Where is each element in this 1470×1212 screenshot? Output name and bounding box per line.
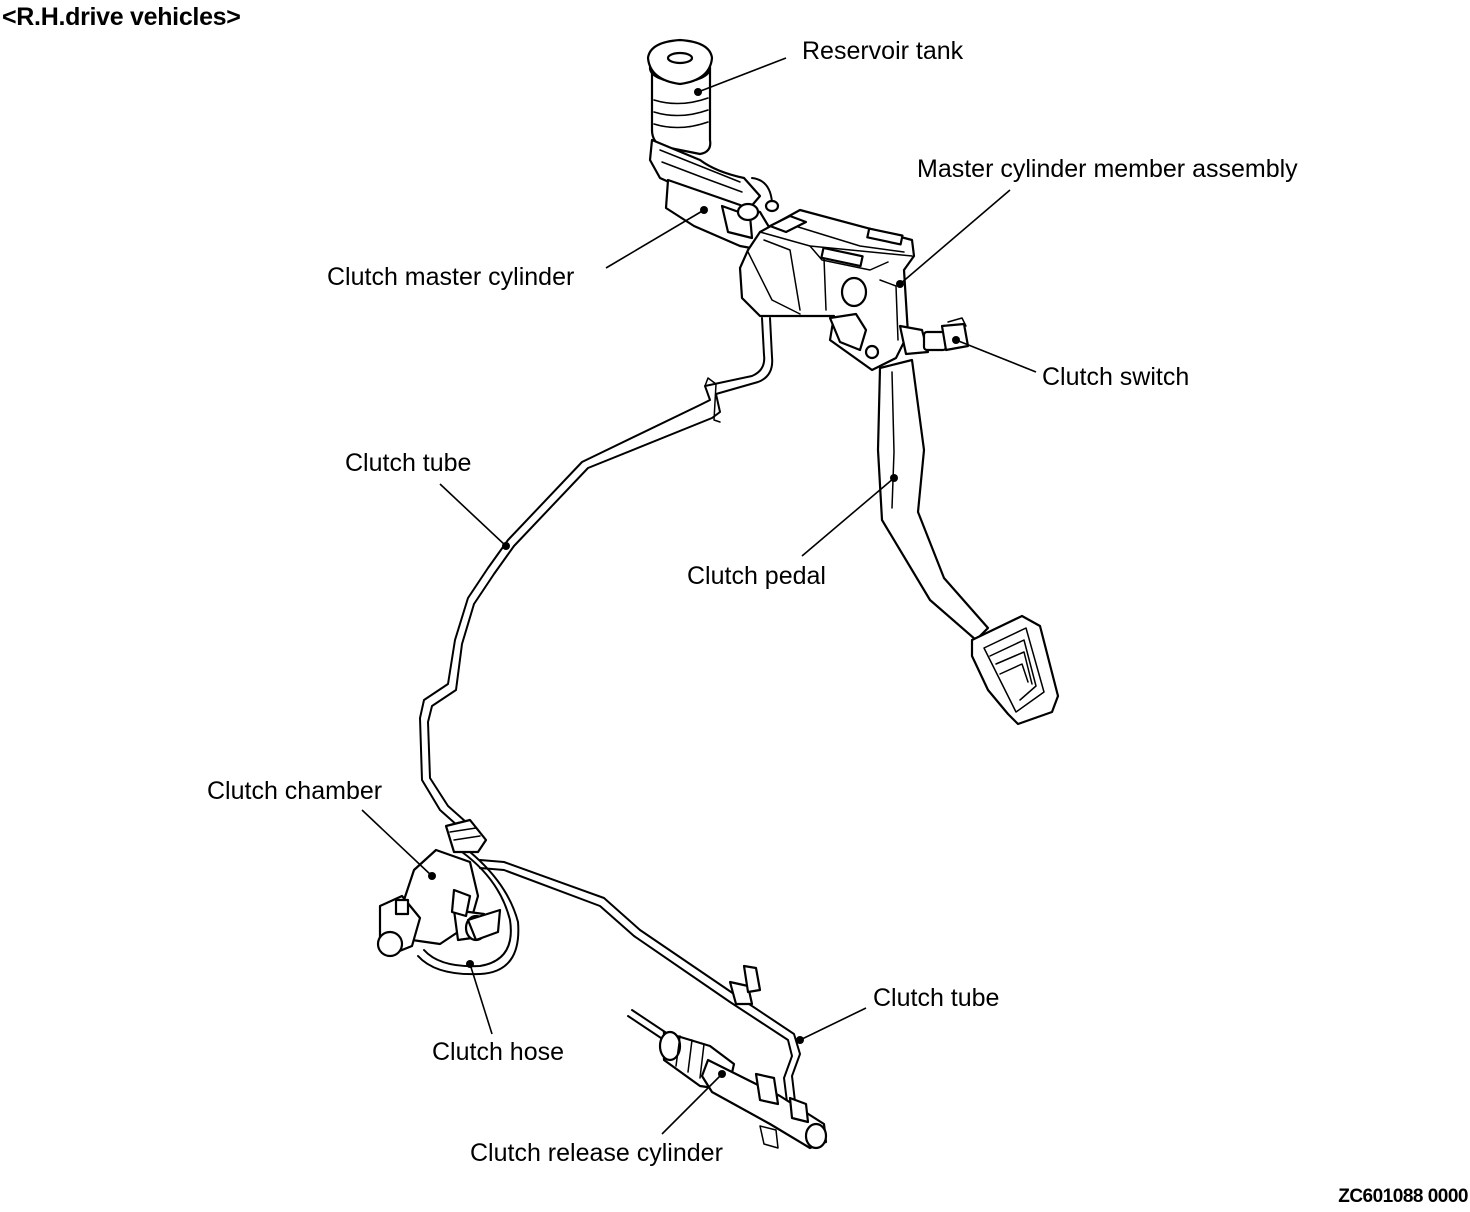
leader-clutch-release-cylinder: [661, 1073, 723, 1135]
leader-master-cylinder-member: [899, 189, 1011, 285]
leader-clutch-tube-upper: [439, 483, 507, 547]
callout-dot-clutch-hose: [466, 960, 474, 968]
callout-dot-clutch-pedal: [890, 474, 898, 482]
callout-dot-clutch-switch: [952, 336, 960, 344]
callout-dot-master-cylinder-member: [896, 280, 904, 288]
clutch-tube-lower-drawing: [479, 859, 801, 1111]
clutch-chamber-drawing: [376, 818, 520, 976]
label-clutch-release-cylinder: Clutch release cylinder: [470, 1139, 723, 1167]
callout-dot-clutch-tube-lower: [796, 1036, 804, 1044]
leader-clutch-chamber: [361, 809, 433, 877]
leader-clutch-pedal: [801, 477, 895, 557]
figure-code: ZC601088 0000: [1338, 1186, 1468, 1207]
leader-clutch-switch: [955, 339, 1037, 373]
label-clutch-hose: Clutch hose: [432, 1038, 565, 1066]
label-master-cylinder-member-assembly: Master cylinder member assembly: [917, 155, 1298, 183]
callout-dot-clutch-master-cylinder: [700, 206, 708, 214]
leader-clutch-master-cylinder: [605, 209, 705, 269]
callout-dot-reservoir-tank: [694, 88, 702, 96]
label-clutch-switch: Clutch switch: [1042, 363, 1190, 391]
label-clutch-tube-upper: Clutch tube: [345, 449, 472, 477]
master-cylinder-member-assembly-drawing: [738, 208, 916, 372]
clutch-release-cylinder-drawing: [627, 1009, 828, 1150]
leader-reservoir-tank: [697, 57, 787, 93]
callout-dot-clutch-chamber: [428, 872, 436, 880]
diagram-header: <R.H.drive vehicles>: [2, 3, 241, 31]
label-clutch-master-cylinder: Clutch master cylinder: [327, 263, 575, 291]
label-clutch-chamber: Clutch chamber: [207, 777, 383, 805]
leader-lines: [361, 57, 1037, 1135]
leader-clutch-hose: [469, 963, 493, 1035]
clutch-tube-upper-drawing: [419, 317, 774, 827]
clutch-pedal-drawing: [876, 358, 1060, 726]
leader-clutch-tube-lower: [799, 1007, 867, 1041]
label-reservoir-tank: Reservoir tank: [802, 37, 964, 65]
callout-dot-clutch-release-cylinder: [718, 1070, 726, 1078]
reservoir-tank-drawing: [646, 38, 762, 212]
callout-dot-clutch-tube-upper: [502, 542, 510, 550]
clutch-master-cylinder-drawing: [664, 177, 780, 252]
label-clutch-pedal: Clutch pedal: [687, 562, 826, 590]
clutch-switch-drawing: [898, 317, 970, 356]
label-clutch-tube-lower: Clutch tube: [873, 984, 1000, 1012]
